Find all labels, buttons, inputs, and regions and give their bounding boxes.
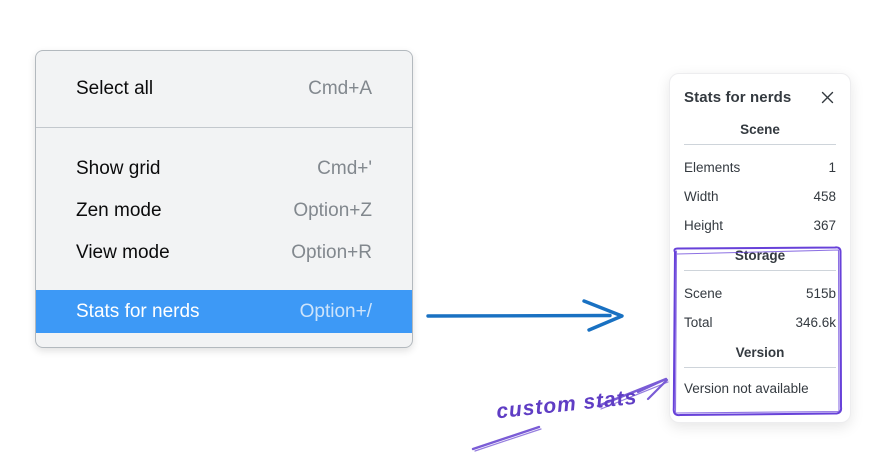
menu-group-bottom: Show grid Cmd+' Zen mode Option+Z View m… bbox=[36, 128, 412, 333]
menu-item-shortcut: Cmd+' bbox=[317, 158, 372, 179]
menu-item-view-mode[interactable]: View mode Option+R bbox=[36, 232, 412, 274]
menu-item-shortcut: Cmd+A bbox=[308, 78, 372, 99]
menu-item-shortcut: Option+Z bbox=[293, 200, 372, 221]
stat-label: Width bbox=[684, 189, 719, 204]
stat-value: 1 bbox=[828, 160, 836, 175]
stat-value: 346.6k bbox=[795, 315, 836, 330]
section-rule bbox=[684, 270, 836, 271]
section-rule bbox=[684, 144, 836, 145]
custom-stats-annotation: custom stats bbox=[495, 385, 639, 424]
menu-item-shortcut: Option+R bbox=[291, 242, 372, 263]
stats-for-nerds-panel: Stats for nerds Scene Elements 1 Width 4… bbox=[669, 73, 851, 423]
stat-label: Scene bbox=[684, 286, 723, 301]
stat-row-height: Height 367 bbox=[684, 211, 836, 240]
menu-item-show-grid[interactable]: Show grid Cmd+' bbox=[36, 148, 412, 190]
stat-label: Height bbox=[684, 218, 724, 233]
menu-item-label: Show grid bbox=[76, 158, 161, 179]
context-menu: Select all Cmd+A Show grid Cmd+' Zen mod… bbox=[35, 50, 413, 348]
stat-label: Total bbox=[684, 315, 713, 330]
menu-group-top: Select all Cmd+A bbox=[36, 51, 412, 127]
menu-item-select-all[interactable]: Select all Cmd+A bbox=[36, 67, 412, 111]
version-note: Version not available bbox=[684, 381, 809, 396]
stats-panel-header: Stats for nerds bbox=[684, 88, 836, 106]
section-heading-version: Version bbox=[735, 345, 785, 360]
stat-label: Elements bbox=[684, 160, 741, 175]
menu-item-label: Zen mode bbox=[76, 200, 162, 221]
menu-item-stats-for-nerds[interactable]: Stats for nerds Option+/ bbox=[36, 290, 412, 333]
stat-row-total-storage: Total 346.6k bbox=[684, 308, 836, 337]
stat-row-width: Width 458 bbox=[684, 182, 836, 211]
custom-stats-arrow bbox=[471, 377, 669, 452]
stat-value: 458 bbox=[813, 189, 836, 204]
menu-item-zen-mode[interactable]: Zen mode Option+Z bbox=[36, 190, 412, 232]
blue-arrow bbox=[426, 299, 624, 332]
stat-row-scene-storage: Scene 515b bbox=[684, 279, 836, 308]
stat-value: 367 bbox=[813, 218, 836, 233]
menu-item-shortcut: Option+/ bbox=[299, 300, 372, 322]
stat-row-elements: Elements 1 bbox=[684, 153, 836, 182]
menu-item-label: Select all bbox=[76, 78, 154, 99]
stats-panel-title: Stats for nerds bbox=[684, 88, 792, 106]
menu-item-label: Stats for nerds bbox=[76, 300, 200, 322]
section-rule bbox=[684, 367, 836, 368]
section-heading-scene: Scene bbox=[740, 122, 780, 137]
stat-value: 515b bbox=[805, 286, 836, 301]
section-heading-storage: Storage bbox=[734, 248, 786, 263]
menu-divider bbox=[36, 127, 412, 128]
close-icon[interactable] bbox=[818, 88, 836, 106]
menu-item-label: View mode bbox=[76, 242, 170, 263]
